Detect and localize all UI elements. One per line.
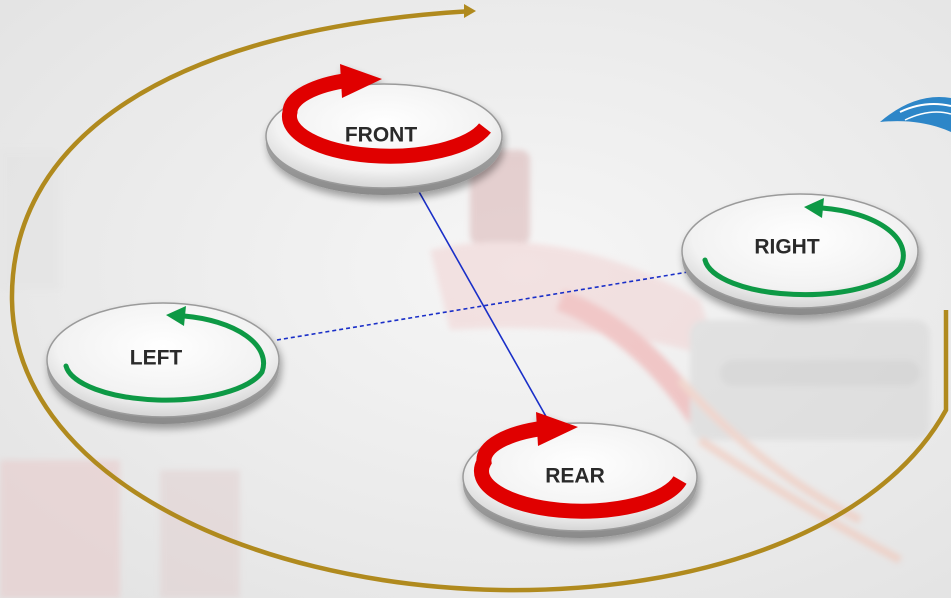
rotor-label-rear: REAR — [545, 465, 605, 488]
rotor-front: FRONT — [265, 64, 503, 195]
clockwise-arrow-icon — [281, 64, 491, 164]
rotor-label-left: LEFT — [130, 347, 183, 370]
counter-clockwise-arrow-icon — [63, 306, 267, 403]
front-rear-connector — [417, 189, 549, 421]
frame-connectors — [276, 189, 689, 421]
rotor-left: LEFT — [46, 302, 280, 424]
rotor-rear: REAR — [462, 412, 698, 538]
logo-swoosh-icon — [880, 97, 951, 132]
arrow-head-icon — [464, 4, 476, 18]
yaw-rotation-arrow — [9, 4, 949, 593]
rotor-label-right: RIGHT — [754, 236, 820, 259]
clockwise-arrow-icon — [473, 412, 687, 519]
counter-clockwise-arrow-icon — [702, 198, 906, 298]
rotor-right: RIGHT — [681, 193, 919, 315]
rotor-label-front: FRONT — [345, 124, 417, 147]
